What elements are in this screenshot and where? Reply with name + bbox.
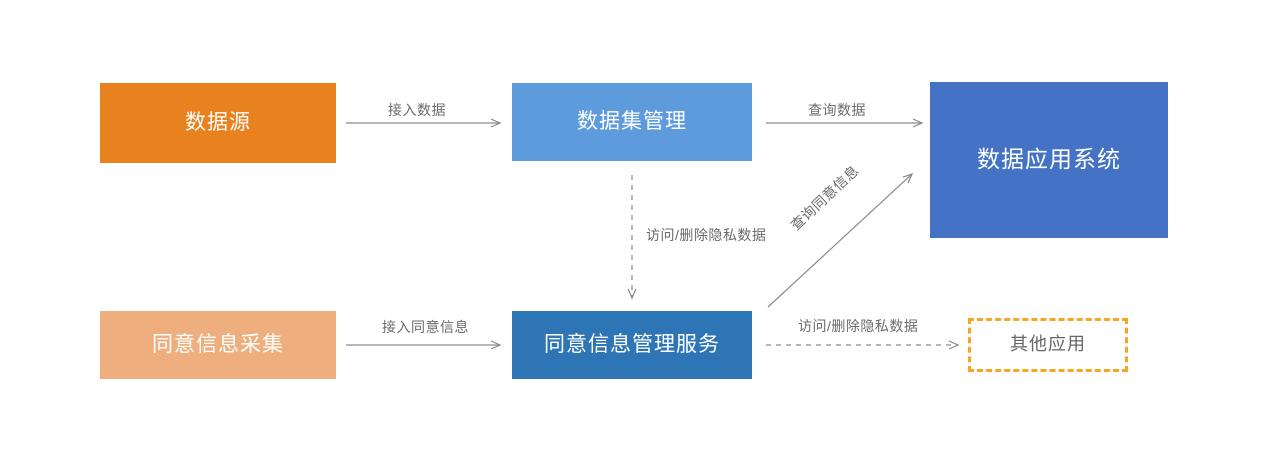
edge-label-query-consent: 查询同意信息 (787, 162, 862, 234)
node-other-applications[interactable]: 其他应用 (968, 318, 1128, 372)
node-dataset-management[interactable]: 数据集管理 (512, 83, 752, 161)
edge-label-ingest-data: 接入数据 (388, 102, 446, 118)
edge-label-access-delete-private: 访问/删除隐私数据 (646, 227, 767, 243)
node-data-application-system[interactable]: 数据应用系统 (930, 82, 1168, 238)
node-consent-collection[interactable]: 同意信息采集 (100, 311, 336, 379)
edge-label-query-data: 查询数据 (808, 102, 866, 118)
edge-label-access-delete-other: 访问/删除隐私数据 (798, 318, 919, 334)
node-consent-management-service[interactable]: 同意信息管理服务 (512, 311, 752, 379)
edge-label-ingest-consent: 接入同意信息 (382, 319, 469, 335)
node-datasource[interactable]: 数据源 (100, 83, 336, 163)
